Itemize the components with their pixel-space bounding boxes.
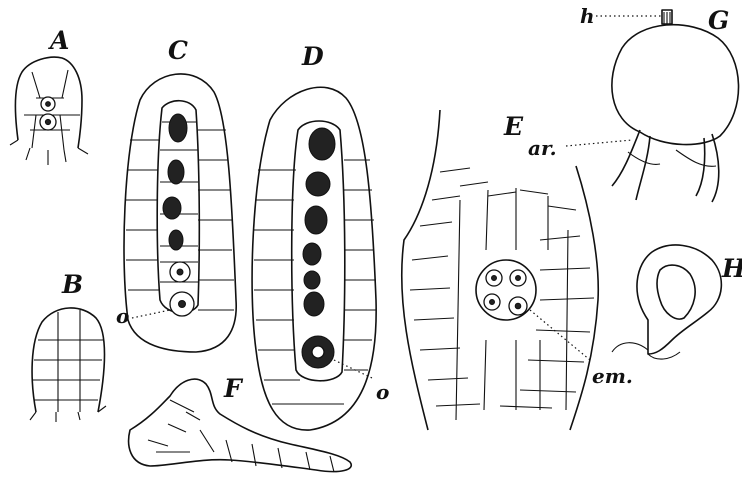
annotation-o-d: o — [376, 382, 389, 402]
panel-e-drawing — [402, 110, 599, 430]
annotation-o-c: o — [116, 306, 129, 326]
annotation-ar: ar. — [528, 138, 557, 158]
panel-label-a: A — [50, 28, 69, 53]
panel-label-f: F — [224, 376, 242, 401]
panel-a-drawing — [10, 57, 88, 165]
panel-label-g: G — [708, 8, 729, 33]
panel-g-drawing — [566, 10, 739, 202]
panel-h-drawing — [612, 245, 721, 359]
panel-b-drawing — [30, 308, 106, 422]
annotation-h: h — [580, 6, 595, 26]
panel-label-h: H — [722, 256, 742, 281]
panel-d-drawing — [252, 87, 376, 430]
panel-label-e: E — [504, 114, 523, 139]
panel-label-b: B — [62, 272, 83, 297]
panel-label-c: C — [168, 38, 188, 63]
panel-label-d: D — [302, 44, 324, 69]
annotation-em: em. — [592, 366, 633, 386]
panel-c-drawing — [124, 74, 236, 352]
